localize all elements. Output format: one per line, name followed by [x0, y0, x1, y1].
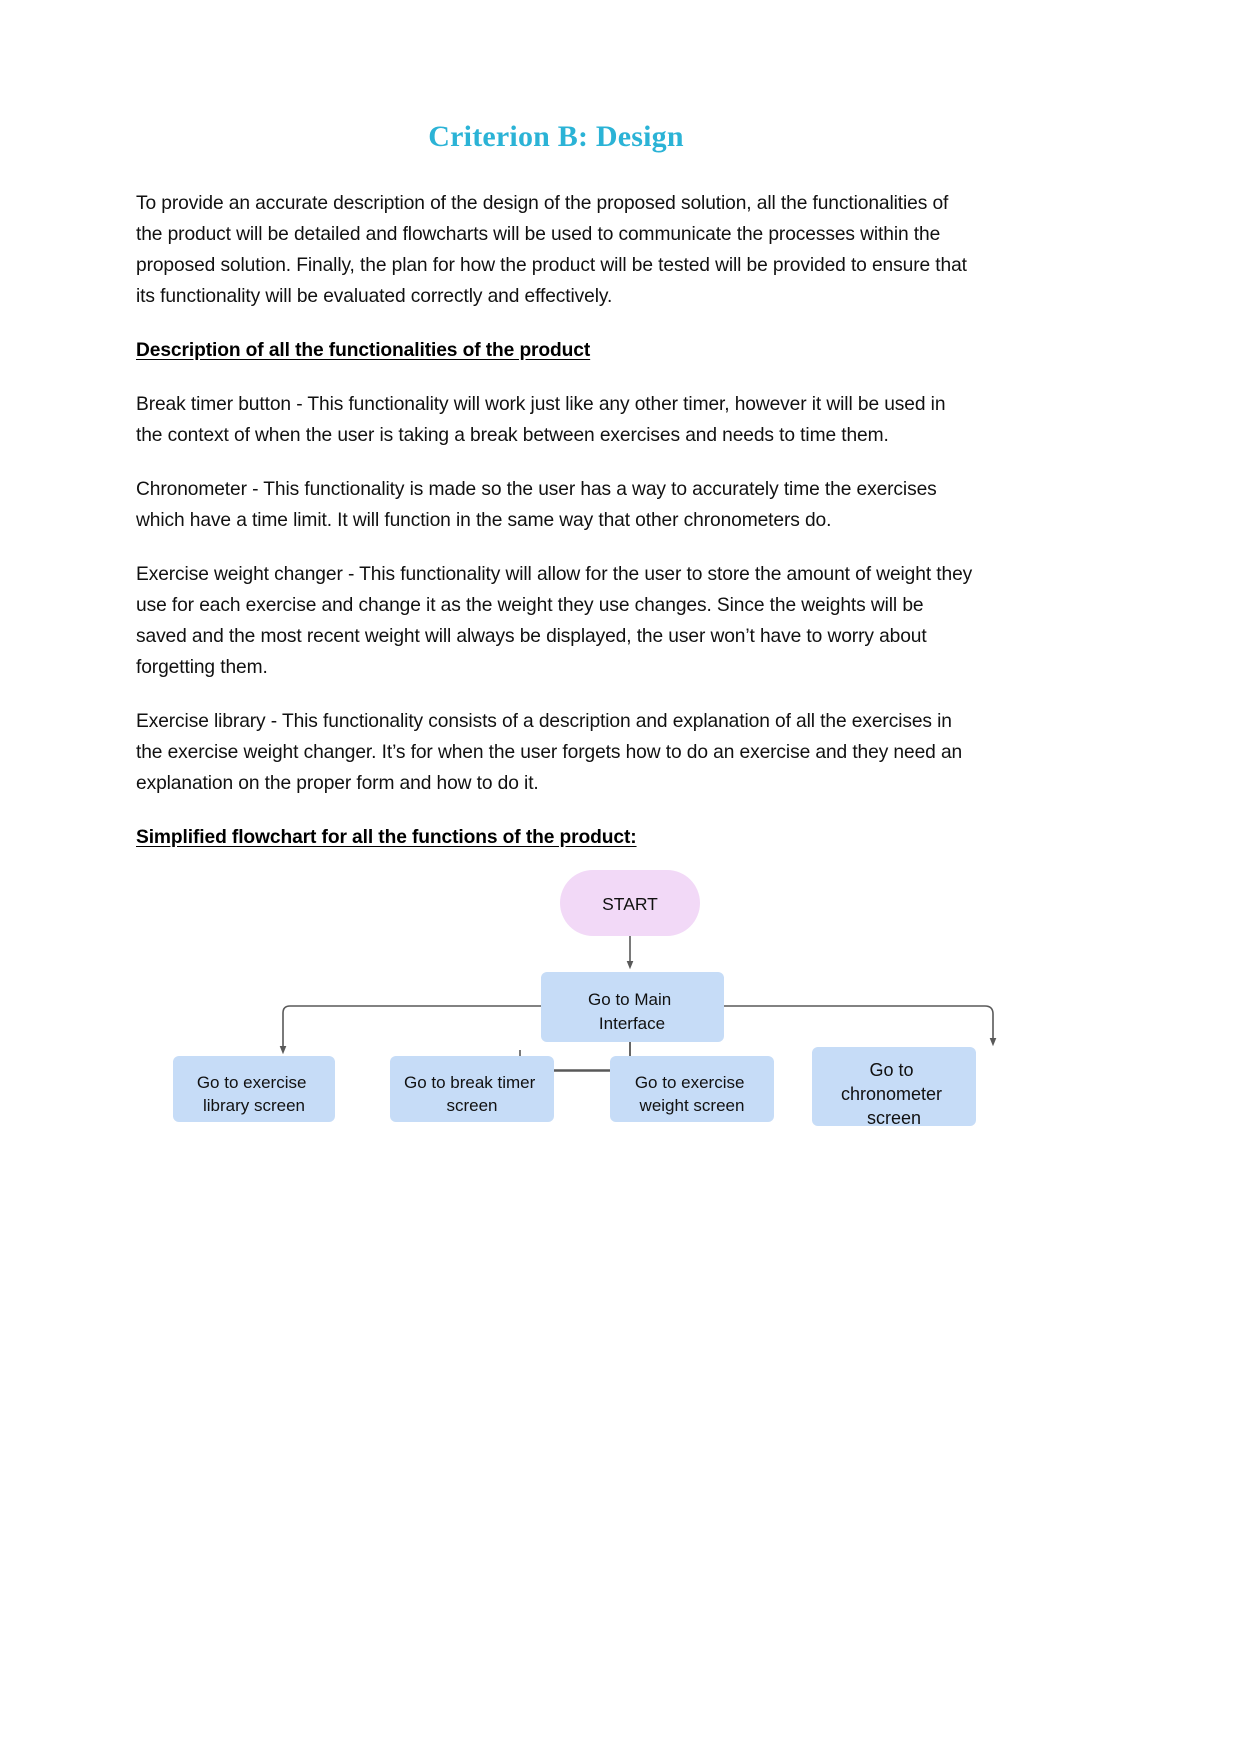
- connector-main-to-exercise-library: [279, 1005, 541, 1055]
- document-content: Criterion B: Design To provide an accura…: [136, 120, 976, 876]
- page-title: Criterion B: Design: [428, 120, 684, 153]
- node-break-timer-label: Go to break timer screen: [404, 1073, 540, 1115]
- flowchart-svg: START Go to Main Interface Go to exercis…: [173, 870, 997, 1128]
- connector-main-to-chronometer: [724, 1005, 997, 1047]
- node-exercise-library-label: Go to exercise library screen: [197, 1073, 311, 1115]
- paragraph-exercise-weight-changer: Exercise weight changer - This functiona…: [136, 564, 978, 678]
- node-exercise-library[interactable]: Go to exercise library screen: [173, 1056, 335, 1122]
- flowchart-figure: START Go to Main Interface Go to exercis…: [0, 760, 1240, 1180]
- node-start[interactable]: START: [560, 870, 700, 936]
- heading-functionalities: Description of all the functionalities o…: [136, 340, 591, 361]
- paragraph-break-timer: Break timer button - This functionality …: [136, 394, 951, 446]
- node-start-label: START: [602, 894, 658, 914]
- node-main-interface-label: Go to Main Interface: [588, 990, 676, 1033]
- node-main-interface[interactable]: Go to Main Interface: [541, 972, 724, 1042]
- node-chronometer-label: Go to chronometer screen: [841, 1060, 947, 1128]
- paragraph-exercise-library: Exercise library - This functionality co…: [136, 711, 968, 794]
- heading-flowchart: Simplified flowchart for all the functio…: [136, 827, 637, 848]
- intro-paragraph: To provide an accurate description of th…: [136, 193, 973, 307]
- node-exercise-weight[interactable]: Go to exercise weight screen: [610, 1056, 774, 1122]
- node-break-timer[interactable]: Go to break timer screen: [390, 1056, 554, 1122]
- node-exercise-weight-label: Go to exercise weight screen: [635, 1073, 749, 1115]
- paragraph-chronometer: Chronometer - This functionality is made…: [136, 479, 942, 531]
- node-chronometer[interactable]: Go to chronometer screen: [812, 1047, 976, 1128]
